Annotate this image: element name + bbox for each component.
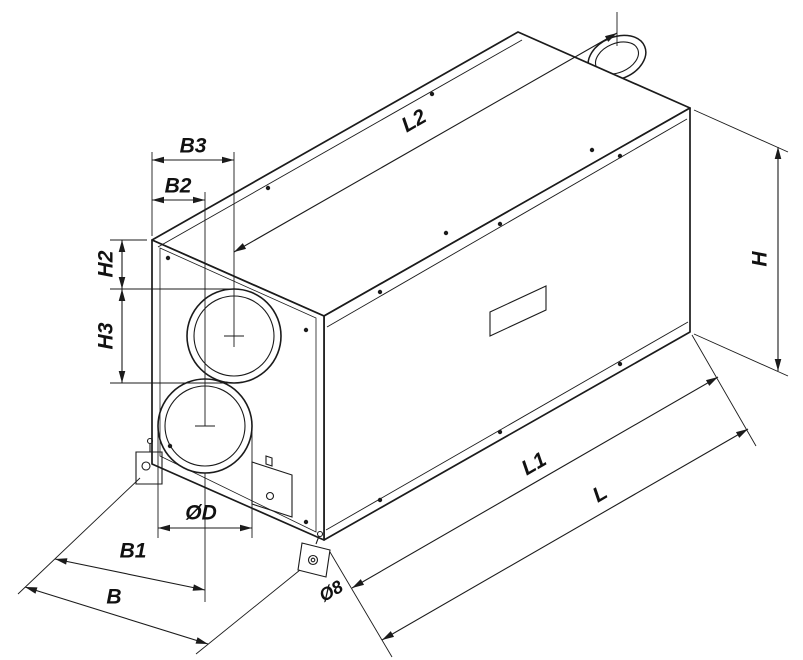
dim-label-l: L <box>589 481 612 507</box>
dim-label-h3: H3 <box>95 322 118 349</box>
dim-label-b: B <box>106 586 121 609</box>
dim-label-b1: B1 <box>120 540 147 563</box>
left-face-frame <box>159 247 317 533</box>
dimension-labels: L2 B3 B2 H2 H3 H ØD B1 B Ø8 L1 L <box>95 105 772 609</box>
dim-line-l <box>381 428 749 641</box>
dim-label-spigot-diameter: ØD <box>185 502 217 525</box>
dim-label-b3: B3 <box>180 135 207 158</box>
dimension-lines <box>24 32 782 645</box>
dim-label-mount-hole: Ø8 <box>316 576 347 605</box>
dim-label-h2: H2 <box>95 250 118 277</box>
dim-label-l1: L1 <box>518 448 551 480</box>
mounting-bracket-left <box>135 437 163 485</box>
mounting-bracket-front <box>297 530 331 578</box>
nameplate <box>489 285 547 337</box>
dim-line-l2 <box>233 32 618 253</box>
dim-line-b1 <box>54 558 206 591</box>
dim-label-b2: B2 <box>165 175 192 198</box>
dim-label-h: H <box>749 251 772 267</box>
dim-line-b <box>24 586 209 645</box>
